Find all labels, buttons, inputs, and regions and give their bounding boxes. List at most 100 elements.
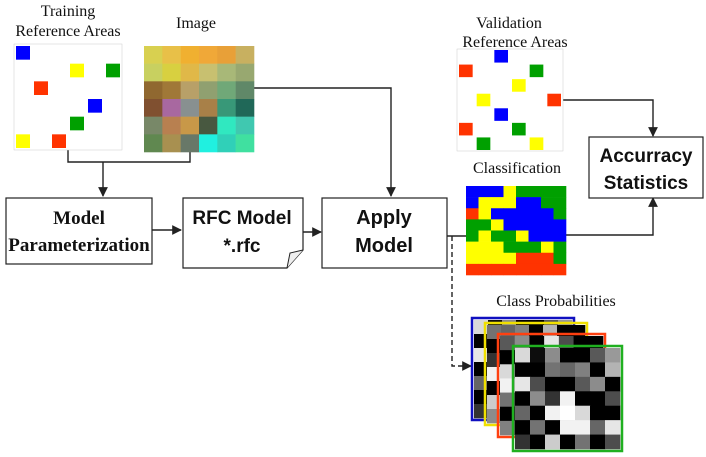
image-pixel <box>180 99 200 117</box>
probability-pixel <box>545 420 561 435</box>
classification-cell <box>491 208 504 220</box>
validation-cell <box>459 64 473 78</box>
classification-cell <box>478 197 492 209</box>
image-pixel <box>235 63 255 82</box>
probability-pixel <box>605 362 621 378</box>
image-pixel <box>180 81 200 100</box>
classification-cell <box>541 252 554 265</box>
validation-cell <box>529 137 544 150</box>
probability-pixel <box>560 376 576 392</box>
validation-cell <box>476 137 491 150</box>
classification-cell <box>491 252 504 265</box>
training-to-model-connector <box>67 150 191 163</box>
classification-cell <box>466 197 479 209</box>
classification-cell <box>503 197 517 209</box>
classification-cell <box>541 219 554 231</box>
training-cell <box>16 134 30 148</box>
probability-pixel <box>590 434 606 450</box>
classification-cell <box>491 186 504 198</box>
probability-pixel <box>575 376 591 392</box>
probability-pixel <box>605 376 621 392</box>
classification-cell <box>503 208 517 220</box>
training-reference-grid <box>13 43 123 151</box>
class-probabilities-label: Class Probabilities <box>496 293 616 310</box>
classification-cell <box>503 241 517 254</box>
probability-pixel <box>605 348 621 363</box>
classification-cell <box>478 208 492 220</box>
image-pixel <box>199 116 218 135</box>
classification-cell <box>553 197 567 209</box>
classification-cell <box>516 241 529 254</box>
image-pixel <box>144 63 163 82</box>
image-pixel <box>199 46 218 64</box>
probability-pixel <box>575 391 591 407</box>
image-raster <box>144 46 255 153</box>
classification-cell <box>478 219 492 231</box>
classification-cell <box>541 241 554 254</box>
probability-pixel <box>515 405 531 421</box>
classification-cell <box>503 186 517 198</box>
probability-pixel <box>501 325 516 340</box>
classification-cell <box>478 241 492 254</box>
classification-cell <box>528 230 542 242</box>
classification-to-accuracy-arrow <box>566 197 658 236</box>
probability-pixel <box>560 362 576 378</box>
classification-cell <box>541 263 554 276</box>
probability-pixel <box>515 420 531 435</box>
image-pixel <box>180 134 200 153</box>
rfc-line1: RFC Model <box>192 208 291 229</box>
probability-pixel <box>560 420 576 435</box>
image-pixel <box>235 134 255 153</box>
image-pixel <box>162 63 181 82</box>
classification-cell <box>541 186 554 198</box>
probability-pixel <box>515 362 531 378</box>
classification-cell <box>466 208 479 220</box>
validation-to-accuracy-arrow <box>563 99 658 137</box>
apply-line1: Apply <box>356 207 412 229</box>
training-label-line2: Reference Areas <box>15 23 120 40</box>
classification-cell <box>491 241 504 254</box>
classification-cell <box>466 241 479 254</box>
image-pixel <box>180 116 200 135</box>
training-cell <box>88 99 102 113</box>
validation-label-line2: Reference Areas <box>462 34 567 51</box>
probability-pixel <box>545 391 561 407</box>
classification-cell <box>491 219 504 231</box>
apply-line2: Model <box>355 235 413 257</box>
probability-pixel <box>515 348 531 363</box>
probability-pixel <box>500 406 516 422</box>
probability-pixel <box>515 434 531 450</box>
classification-cell <box>491 230 504 242</box>
classification-cell <box>553 263 567 276</box>
classification-cell <box>466 263 479 276</box>
probability-pixel <box>530 348 546 363</box>
image-pixel <box>162 46 181 64</box>
training-cell <box>70 116 84 131</box>
probability-pixel <box>529 325 544 340</box>
image-to-apply-arrow <box>254 87 396 197</box>
probability-layer <box>511 344 624 453</box>
classification-cell <box>553 230 567 242</box>
probability-pixel <box>500 378 516 393</box>
image-pixel <box>235 46 255 64</box>
classification-cell <box>466 252 479 265</box>
image-pixel <box>144 99 163 117</box>
probability-pixel <box>590 348 606 363</box>
apply-to-probabilities-arrow <box>451 236 472 371</box>
probability-pixel <box>515 325 530 340</box>
probability-pixel <box>545 348 561 363</box>
training-cell <box>16 46 30 60</box>
probability-pixel <box>575 420 591 435</box>
classification-cell <box>528 252 542 265</box>
validation-cell <box>529 64 544 78</box>
image-pixel <box>217 134 236 153</box>
image-pixel <box>144 116 163 135</box>
classification-cell <box>553 186 567 198</box>
probability-pixel <box>557 325 572 340</box>
probability-pixel <box>560 348 576 363</box>
probability-pixel <box>575 362 591 378</box>
classification-cell <box>516 197 529 209</box>
validation-label-line1: Validation <box>476 15 542 32</box>
class-probability-stack <box>470 316 624 453</box>
